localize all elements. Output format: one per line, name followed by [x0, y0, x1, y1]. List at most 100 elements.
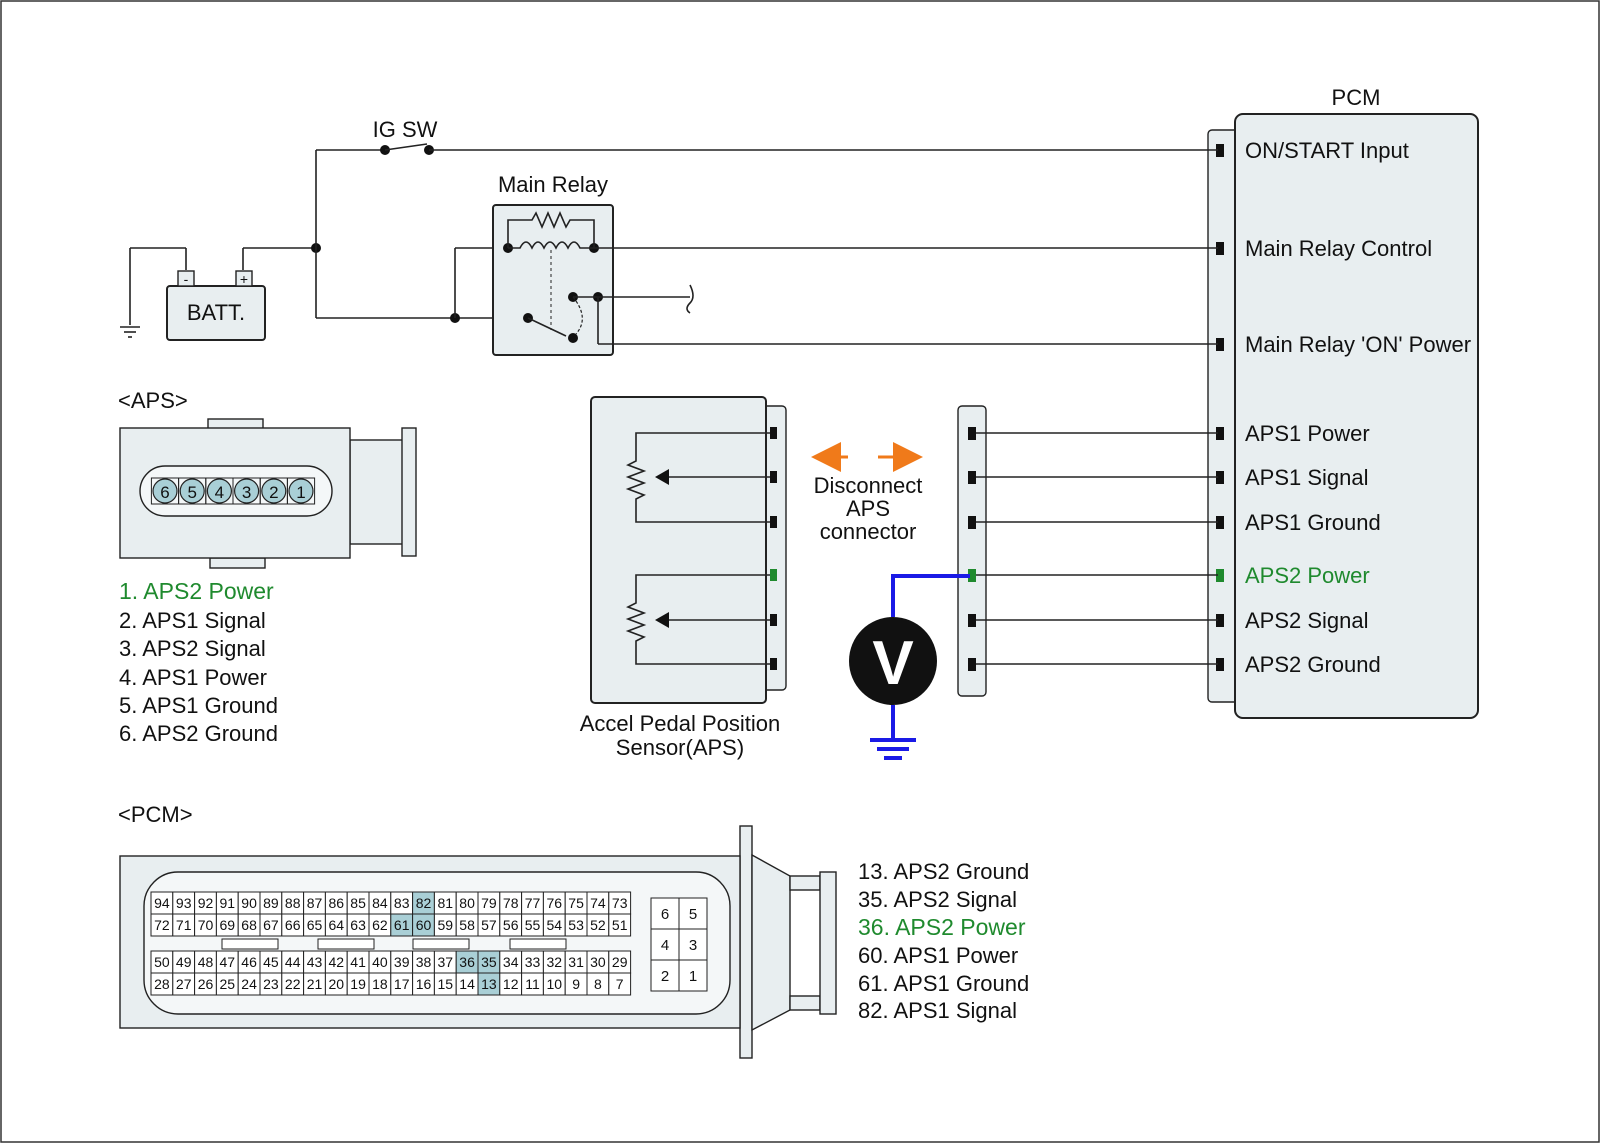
pcm-pin-number: 69 — [220, 917, 236, 933]
pcm-pin-number: 79 — [481, 895, 497, 911]
pcm-pin-label: Main Relay 'ON' Power — [1245, 332, 1471, 357]
pcm-legend-item: 13. APS2 Ground — [858, 859, 1029, 884]
aps-pin — [288, 478, 314, 504]
pcm-pin-number: 67 — [263, 917, 279, 933]
pcm-pin-terminal — [1216, 427, 1224, 440]
pcm-pin-number: 81 — [438, 895, 454, 911]
pcm-pin-label: APS1 Power — [1245, 421, 1370, 446]
pcm-pin-number: 77 — [525, 895, 541, 911]
pcm-pin-number: 83 — [394, 895, 410, 911]
pcm-pin-terminal — [1216, 516, 1224, 529]
disconnect-annotation: Disconnect APS connector — [811, 442, 923, 544]
pcm-pin-terminal — [1216, 144, 1224, 157]
pcm-small-pin-number: 1 — [689, 968, 697, 985]
aps-pin — [179, 478, 205, 504]
pcm-pin-cell — [608, 913, 632, 937]
pcm-pin-number: 90 — [241, 895, 257, 911]
aps-pin-number: 5 — [187, 483, 196, 502]
pcm-pin-number: 23 — [263, 976, 279, 992]
pcm-pin-number: 93 — [176, 895, 192, 911]
pcm-pin-number: 76 — [547, 895, 563, 911]
pcm-pin-number: 68 — [241, 917, 257, 933]
pcm-pin-number: 78 — [503, 895, 519, 911]
pcm-connector-title: <PCM> — [118, 802, 193, 827]
pcm-pin-number: 21 — [307, 976, 323, 992]
harness-terminal — [968, 569, 976, 582]
pcm-pin-number: 50 — [154, 954, 170, 970]
pcm-pin-number: 35 — [481, 954, 497, 970]
pcm-pin-number: 44 — [285, 954, 301, 970]
pcm-pin-number: 27 — [176, 976, 192, 992]
pcm-pin-number: 47 — [220, 954, 236, 970]
aps-pin-number: 1 — [296, 483, 305, 502]
aps-sensor: Accel Pedal Position Sensor(APS) — [580, 396, 787, 760]
pcm-pin-number: 92 — [198, 895, 214, 911]
pcm-pin-number: 88 — [285, 895, 301, 911]
pcm-pin-number: 37 — [438, 954, 454, 970]
pcm-pin-number: 63 — [350, 917, 366, 933]
pcm-pin-number: 30 — [590, 954, 606, 970]
aps-pin-number: 3 — [242, 483, 251, 502]
pcm-pin-terminal — [1216, 242, 1224, 255]
pcm-pin-terminal — [1216, 658, 1224, 671]
pcm-pin-number: 42 — [329, 954, 345, 970]
pcm-pin-number: 51 — [612, 917, 628, 933]
pcm-pin-number: 43 — [307, 954, 323, 970]
pcm-pin-number: 84 — [372, 895, 388, 911]
pcm-pin-number: 15 — [438, 976, 454, 992]
pcm-pin-number: 82 — [416, 895, 432, 911]
pcm-pin-number: 38 — [416, 954, 432, 970]
pcm-legend-item: 60. APS1 Power — [858, 943, 1018, 968]
pcm-legend-item: 61. APS1 Ground — [858, 971, 1029, 996]
pcm-pin-label: APS2 Power — [1245, 563, 1370, 588]
pcm-small-pin-number: 3 — [689, 937, 697, 954]
harness-terminal — [968, 658, 976, 671]
aps-pin-number: 4 — [215, 483, 224, 502]
pcm-pin-number: 26 — [198, 976, 214, 992]
pcm-pin-number: 85 — [350, 895, 366, 911]
pcm-pin-label: Main Relay Control — [1245, 236, 1432, 261]
pcm-pin-number: 9 — [572, 976, 580, 992]
pcm-pin-number: 34 — [503, 954, 519, 970]
pcm-pin-number: 89 — [263, 895, 279, 911]
aps-legend-item: 2. APS1 Signal — [119, 608, 266, 633]
pcm-pin-label: ON/START Input — [1245, 138, 1409, 163]
pcm-pin-number: 36 — [459, 954, 475, 970]
pcm-small-pin-number: 6 — [661, 906, 669, 923]
pcm-small-pin-cell — [678, 959, 708, 992]
pcm-small-pin-number: 5 — [689, 906, 697, 923]
pcm-legend-item: 82. APS1 Signal — [858, 998, 1017, 1023]
pcm-pin-number: 18 — [372, 976, 388, 992]
pcm-pin-number: 8 — [594, 976, 602, 992]
pcm-pin-number: 64 — [329, 917, 345, 933]
pcm-pin-number: 14 — [459, 976, 475, 992]
pcm-pin-number: 61 — [394, 917, 410, 933]
battery-minus-label: - — [184, 271, 189, 287]
aps-sensor-label-2: Sensor(APS) — [616, 735, 744, 760]
aps-pin — [261, 478, 287, 504]
pcm-pin-number: 70 — [198, 917, 214, 933]
pcm-pin-terminal — [1216, 338, 1224, 351]
pcm-pin-number: 52 — [590, 917, 606, 933]
disconnect-text-1: Disconnect — [814, 473, 923, 498]
aps-pin-number: 2 — [269, 483, 278, 502]
pcm-pin-number: 53 — [568, 917, 584, 933]
pcm-pin-number: 91 — [220, 895, 236, 911]
pcm-pin-number: 57 — [481, 917, 497, 933]
pcm-pin-number: 33 — [525, 954, 541, 970]
pcm-pin-number: 25 — [220, 976, 236, 992]
aps-pin-number: 6 — [160, 483, 169, 502]
battery-label: BATT. — [187, 300, 245, 325]
pcm-pin-number: 24 — [241, 976, 257, 992]
pcm-pin-number: 13 — [481, 976, 497, 992]
pcm-pin-number: 28 — [154, 976, 170, 992]
pcm-pin-number: 20 — [329, 976, 345, 992]
pcm-pin-number: 72 — [154, 917, 170, 933]
pcm-body — [1234, 113, 1479, 719]
pcm-pin-number: 80 — [459, 895, 475, 911]
